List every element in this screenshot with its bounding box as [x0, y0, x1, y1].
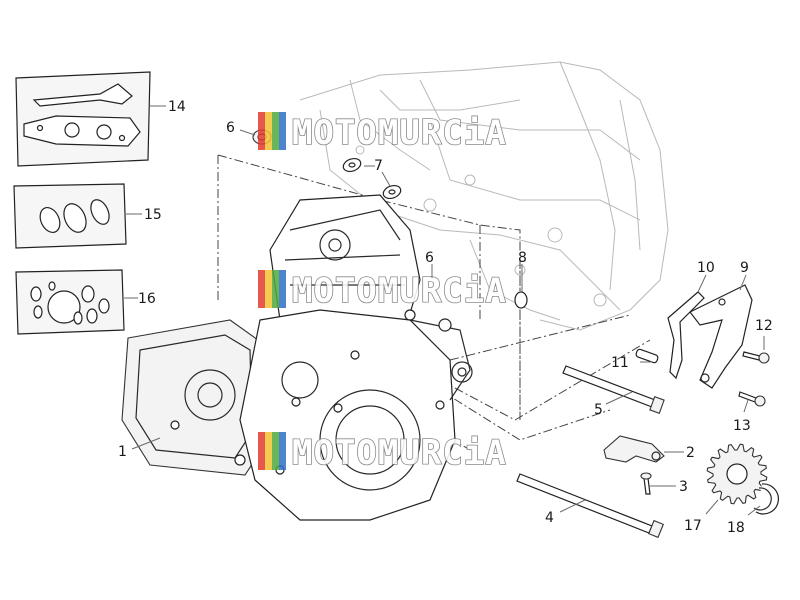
callout-1: 1 [118, 444, 127, 460]
watermark-top: MOTOMURCiA [258, 112, 507, 154]
callout-14: 14 [168, 99, 186, 115]
callout-6-top: 6 [226, 120, 235, 136]
screw-lower [738, 391, 766, 407]
watermark-stripe [258, 270, 265, 308]
callout-13: 13 [733, 418, 751, 434]
callout-7: 7 [374, 158, 383, 174]
callout-5: 5 [594, 402, 603, 418]
washer-lower [382, 184, 402, 200]
callout-labels: 1 2 3 4 5 6 6 7 8 9 10 11 12 13 14 15 16… [118, 99, 773, 536]
watermark-stripe [279, 432, 286, 470]
engine-assembly [121, 194, 473, 521]
oil-seal-pouch [13, 183, 127, 249]
watermark-stripe [258, 112, 265, 150]
sprocket-cover-bracket [689, 284, 753, 389]
frame-outline [299, 61, 669, 331]
watermark-stripe [279, 270, 286, 308]
callout-2: 2 [686, 445, 695, 461]
callout-8: 8 [518, 250, 527, 266]
front-sprocket [706, 443, 768, 505]
dowel-pin [635, 348, 659, 364]
callout-11: 11 [611, 355, 629, 371]
watermark-bottom: MOTOMURCiA [258, 432, 507, 474]
leader-lines [124, 105, 765, 516]
watermark-stripe [272, 432, 279, 470]
washer-top [342, 157, 362, 173]
watermark-text: MOTOMURCiA [292, 271, 507, 311]
o-ring-pouch [15, 269, 125, 335]
watermark-stripe [265, 270, 272, 308]
guide-plate [667, 291, 705, 380]
watermark-text: MOTOMURCiA [292, 113, 507, 153]
watermark-stripe [279, 112, 286, 150]
watermark-stripe [265, 432, 272, 470]
callout-12: 12 [755, 318, 773, 334]
callout-16: 16 [138, 291, 156, 307]
circlip [753, 483, 779, 515]
callout-3: 3 [679, 479, 688, 495]
watermark-stripe [272, 270, 279, 308]
watermark-stripe [258, 432, 265, 470]
callout-17: 17 [684, 518, 702, 534]
o-ring-small [514, 291, 528, 309]
callout-10: 10 [697, 260, 715, 276]
watermark-stripe [272, 112, 279, 150]
shift-lever-clamp [603, 435, 665, 463]
watermark-middle: MOTOMURCiA [258, 270, 507, 312]
callout-4: 4 [545, 510, 554, 526]
long-bolt-lower [516, 473, 664, 539]
clamp-screw [640, 472, 652, 495]
long-bolt-upper [562, 365, 665, 414]
watermark-stripe [265, 112, 272, 150]
gasket-kit-pouch [15, 71, 151, 167]
screw-upper [742, 351, 770, 364]
callout-18: 18 [727, 520, 745, 536]
callout-15: 15 [144, 207, 162, 223]
sprocket-hub [726, 463, 748, 485]
watermark-text: MOTOMURCiA [292, 433, 507, 473]
callout-6-middle: 6 [425, 250, 434, 266]
callout-9: 9 [740, 260, 749, 276]
